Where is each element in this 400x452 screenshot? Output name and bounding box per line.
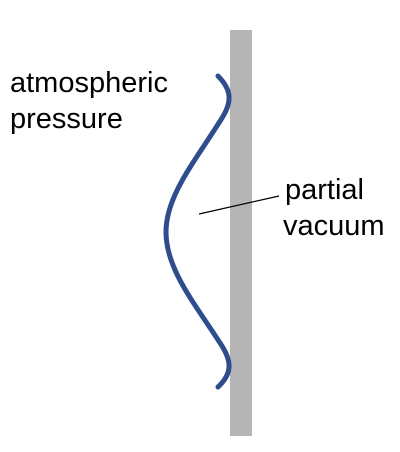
partial-vacuum-label: partial vacuum <box>283 174 385 242</box>
wall-surface <box>230 30 252 436</box>
atmospheric-line-2: pressure <box>10 103 123 135</box>
vacuum-leader-line <box>198 195 280 215</box>
atmospheric-line-1: atmospheric <box>10 67 168 99</box>
membrane-curve <box>163 73 232 390</box>
atmospheric-pressure-label: atmospheric pressure <box>10 67 176 135</box>
vacuum-line-1: partial <box>285 174 364 206</box>
vacuum-line-2: vacuum <box>283 210 385 242</box>
